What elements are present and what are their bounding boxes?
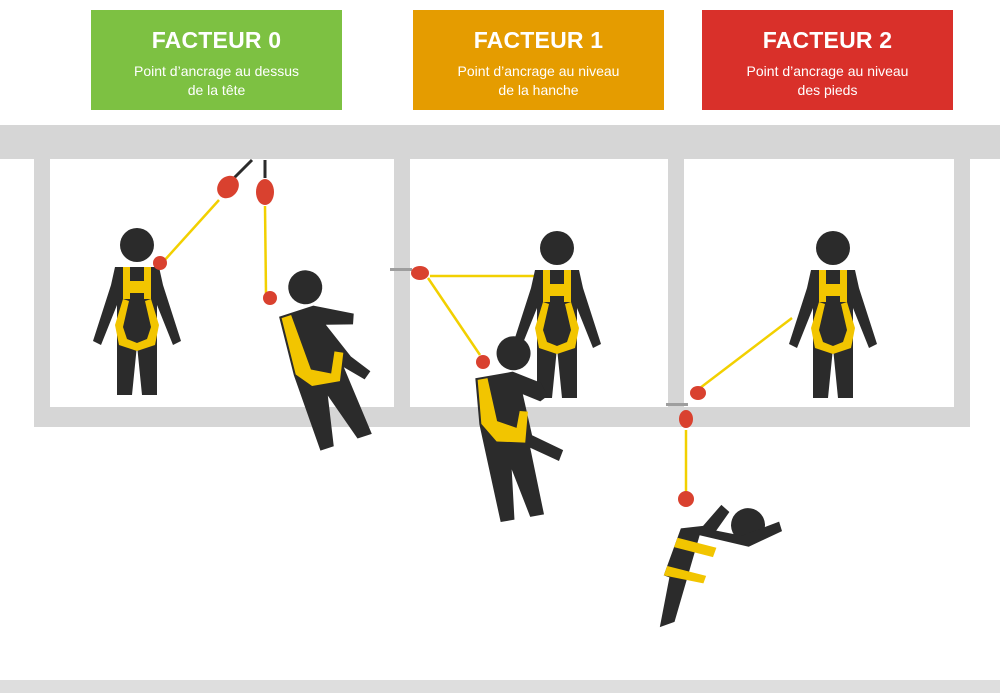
- shock-absorber-icon: [690, 386, 706, 400]
- factor-0-scene: [93, 158, 372, 451]
- factor-0-desc-line2: de la tête: [187, 82, 246, 98]
- falling-worker-figure: [475, 336, 564, 523]
- factor-1-desc-line2: de la hanche: [498, 82, 579, 98]
- factor-1-description: Point d’ancrage au niveau de la hanche: [413, 62, 664, 100]
- factor-1-title: FACTEUR 1: [473, 27, 604, 53]
- factor-1-scene: [390, 231, 601, 523]
- factor-2-card: FACTEUR 2 Point d’ancrage au niveau des …: [702, 10, 953, 110]
- shock-absorber-icon: [217, 175, 239, 199]
- shock-absorber-icon: [679, 410, 693, 428]
- factor-2-description: Point d’ancrage au niveau des pieds: [702, 62, 953, 100]
- factor-0-description: Point d’ancrage au dessus de la tête: [91, 62, 342, 100]
- standing-worker-figure: [93, 228, 181, 395]
- standing-worker-figure: [513, 231, 601, 398]
- factor-0-card: FACTEUR 0 Point d’ancrage au dessus de l…: [91, 10, 342, 110]
- shock-absorber-icon: [256, 179, 274, 205]
- falling-worker-figure: [659, 504, 783, 628]
- shock-absorber-icon: [411, 266, 429, 280]
- factor-0-title: FACTEUR 0: [151, 27, 282, 53]
- factor-2-desc-line1: Point d’ancrage au niveau: [746, 63, 909, 79]
- factor-1-desc-line1: Point d’ancrage au niveau: [457, 63, 620, 79]
- falling-worker-figure: [279, 270, 372, 451]
- factor-1-card: FACTEUR 1 Point d’ancrage au niveau de l…: [413, 10, 664, 110]
- factor-2-scene: [659, 231, 877, 628]
- factor-2-title: FACTEUR 2: [762, 27, 893, 53]
- factor-0-desc-line1: Point d’ancrage au dessus: [134, 63, 299, 79]
- standing-worker-figure: [789, 231, 877, 398]
- factor-2-desc-line2: des pieds: [797, 82, 858, 98]
